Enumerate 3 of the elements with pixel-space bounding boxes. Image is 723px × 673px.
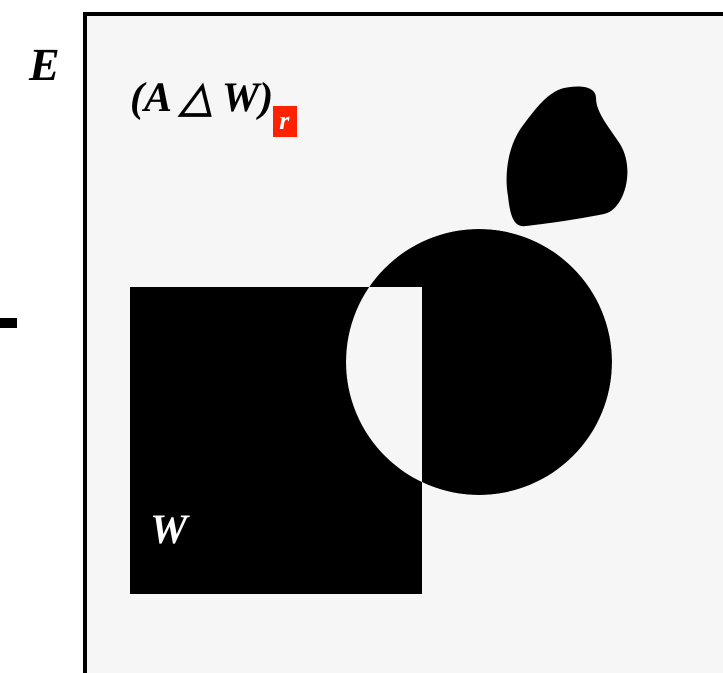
set-label: E (29, 38, 60, 91)
set-expression: (A △ W)$_{r}$ (130, 72, 298, 136)
set-label: W (150, 506, 188, 554)
